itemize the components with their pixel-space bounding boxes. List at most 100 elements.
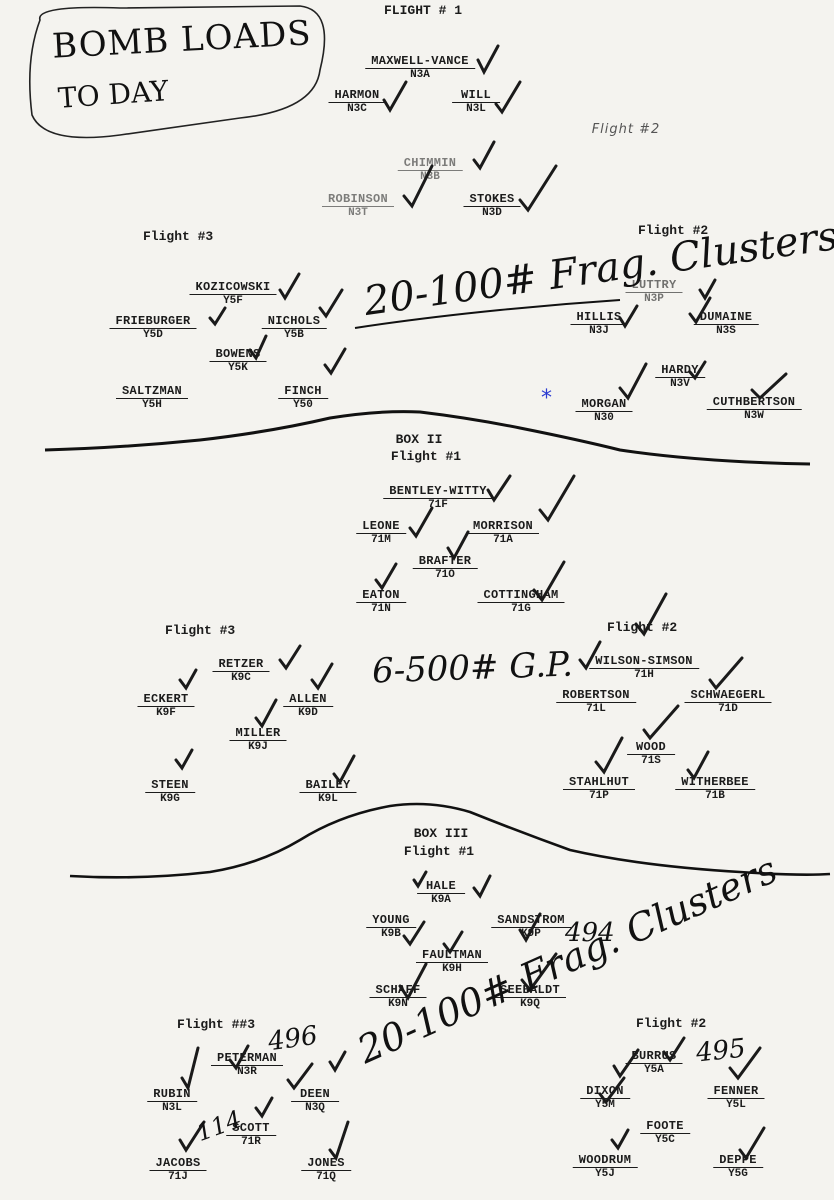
- box3-flight2-header: Flight #2: [636, 1016, 707, 1031]
- aircraft-code: K9C: [212, 671, 270, 685]
- aircraft-code: K9F: [137, 706, 195, 720]
- crew-name: LUTTRY: [631, 278, 677, 292]
- aircraft-code: Y5L: [707, 1098, 765, 1112]
- crew-name: WITHERBEE: [681, 775, 749, 789]
- aircraft-code: 71H: [589, 668, 699, 682]
- crew-name: SCOTT: [232, 1121, 270, 1135]
- crew-name: SCHWAEGERL: [690, 688, 766, 702]
- aircraft-code: 71O: [412, 568, 478, 582]
- note-balloon: [28, 5, 326, 139]
- box2-header: BOX II: [395, 432, 443, 447]
- crew-name: CUTHBERTSON: [712, 395, 796, 409]
- crew-name: CHIMMIN: [403, 156, 457, 170]
- crew-name: FENNER: [713, 1084, 759, 1098]
- crew-name: ECKERT: [143, 692, 189, 706]
- crew-name: RUBIN: [153, 1087, 191, 1101]
- aircraft-code: 71N: [356, 602, 406, 616]
- checkmarks: [174, 44, 788, 1162]
- aircraft-code: N3R: [210, 1065, 284, 1079]
- crew-name: STOKES: [469, 192, 515, 206]
- crew-name: SALTZMAN: [121, 384, 183, 398]
- crew-name: HARMON: [334, 88, 380, 102]
- aircraft-code: N3B: [397, 170, 463, 184]
- aircraft-code: Y5J: [572, 1167, 638, 1181]
- aircraft-code: 71S: [627, 754, 675, 768]
- crew-name: DUMAINE: [699, 310, 753, 324]
- box2-flight3-header: Flight #3: [165, 623, 236, 638]
- aircraft-code: K9L: [299, 792, 357, 806]
- crew-name: MILLER: [235, 726, 281, 740]
- crew-name: BURRUS: [631, 1049, 677, 1063]
- aircraft-code: 71Q: [301, 1170, 351, 1184]
- box2-flight2-header: Flight #2: [607, 620, 678, 635]
- load-note-underline: [354, 299, 621, 329]
- aircraft-code: 71M: [356, 533, 406, 547]
- aircraft-code: N3P: [625, 292, 683, 306]
- aircraft-code: Y5K: [209, 361, 267, 375]
- aircraft-code: K9H: [415, 962, 489, 976]
- crew-name: JACOBS: [155, 1156, 201, 1170]
- crew-name: WOODRUM: [578, 1153, 632, 1167]
- crew-name: STAHLHUT: [568, 775, 630, 789]
- box1-flight1-header: FLIGHT # 1: [383, 3, 463, 18]
- crew-name: DEPPE: [719, 1153, 757, 1167]
- crew-name: SANDSTROM: [497, 913, 565, 927]
- crew-name: FINCH: [284, 384, 322, 398]
- aircraft-code: 71B: [675, 789, 755, 803]
- box3-header: BOX III: [413, 826, 469, 841]
- crew-name: LEONE: [362, 519, 400, 533]
- crew-name: PETERMAN: [216, 1051, 278, 1065]
- aircraft-code: K9B: [366, 927, 416, 941]
- crew-name: WILSON-SIMSON: [595, 654, 693, 668]
- aircraft-code: N3S: [693, 324, 759, 338]
- crew-name: YOUNG: [372, 913, 410, 927]
- aircraft-code: N3L: [452, 102, 500, 116]
- aircraft-code: N3L: [147, 1101, 197, 1115]
- aircraft-code: K9Q: [493, 997, 567, 1011]
- aircraft-code: N3J: [570, 324, 628, 338]
- aircraft-code: K9P: [491, 927, 571, 941]
- crew-name: EATON: [362, 588, 400, 602]
- aircraft-code: K9J: [229, 740, 287, 754]
- box3-flight3-header: Flight ##3: [177, 1017, 256, 1032]
- crew-name: HALE: [425, 879, 456, 893]
- crew-name: WILL: [460, 88, 491, 102]
- aircraft-code: Y5H: [115, 398, 189, 412]
- crew-name: FAULTMAN: [421, 948, 483, 962]
- aircraft-code: 71L: [556, 702, 636, 716]
- aircraft-code: N3W: [706, 409, 802, 423]
- crew-name: BENTLEY-WITTY: [389, 484, 487, 498]
- marker-asterisk: *: [541, 386, 552, 411]
- box2-load-note: 6-500# G.P.: [371, 644, 574, 692]
- crew-name: BRAFTER: [418, 554, 472, 568]
- aircraft-code: N3A: [365, 68, 475, 82]
